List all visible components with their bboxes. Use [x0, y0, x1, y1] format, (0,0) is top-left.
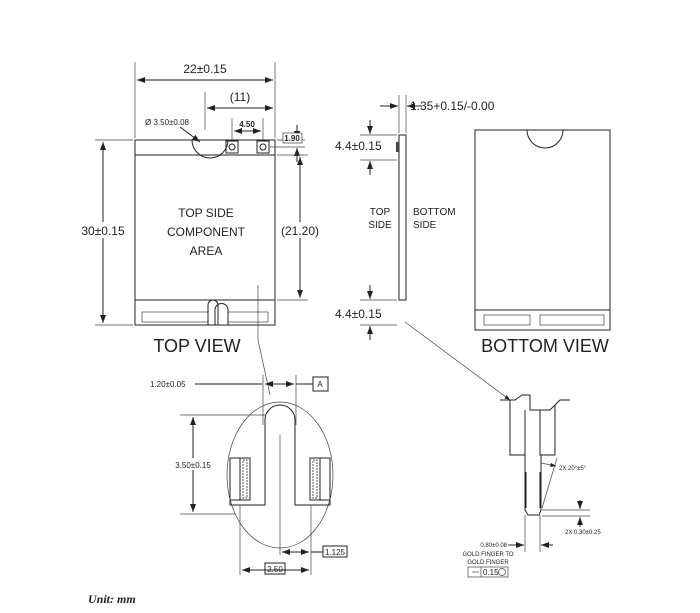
area-label: TOP SIDE: [178, 206, 234, 220]
slot-width-dimension: 1.20±0.05: [150, 380, 186, 389]
card-outline: [474, 129, 611, 331]
slot-depth-dimension: 3.50±0.15: [175, 461, 211, 470]
notch: [191, 139, 229, 159]
notch-diameter-dimension: Ø 3.50±0.08: [145, 118, 190, 127]
thickness-dimension: 1.35+0.15/-0.00: [410, 99, 495, 113]
area-label: AREA: [190, 244, 223, 258]
top-view: 22±0.15 (11) Ø 3.50±0.08 4.50 1.90 30±0.…: [78, 62, 324, 356]
area-label: COMPONENT: [167, 225, 246, 239]
tolerance-frame: [467, 566, 509, 578]
finger-label: GOLD FINGER TO: [462, 552, 513, 558]
detail-leader: [404, 321, 511, 401]
side-view: 1.35+0.15/-0.00 4.4±0.15 4.4±0.15 TOP SI…: [335, 95, 511, 401]
pin-offset-dimension: 1.90: [284, 134, 300, 143]
finger-label: GOLD FINGER: [467, 560, 509, 566]
top-view-title: TOP VIEW: [153, 336, 240, 356]
key-detail: 1.20±0.05 A 3.50±0.15 1.125 2.50: [150, 285, 348, 575]
width-dimension: 22±0.15: [183, 62, 227, 76]
tolerance-value: 0.15: [483, 568, 499, 577]
top-side-label: TOP: [370, 207, 391, 218]
bottom-side-label: BOTTOM: [413, 207, 456, 218]
offset-dimension: 1.125: [325, 548, 346, 557]
top-clearance-dimension: 4.4±0.15: [335, 139, 382, 153]
bottom-view-title: BOTTOM VIEW: [481, 336, 609, 356]
top-side-label: SIDE: [368, 220, 392, 231]
pin-spacing-dimension: 4.50: [239, 120, 255, 129]
edge-connector: [141, 299, 269, 325]
finger-dimension: 0.80±0.08: [480, 543, 507, 549]
pitch-dimension: 2.50: [267, 565, 283, 574]
notch: [526, 129, 564, 149]
bottom-view: BOTTOM VIEW: [474, 129, 611, 356]
datum-label: A: [317, 380, 323, 389]
height-dimension: 30±0.15: [81, 224, 125, 238]
mount-pin: [256, 140, 270, 154]
mount-pin: [225, 140, 239, 154]
chamfer-depth-dimension: 2X 0.30±0.25: [565, 530, 601, 536]
bottom-side-label: SIDE: [413, 220, 437, 231]
chamfer-dimension: 2X 20°±5°: [559, 466, 587, 472]
edge-detail: 2X 20°±5° 2X 0.30±0.25 0.80±0.08 GOLD FI…: [462, 394, 601, 578]
offset-dimension: (11): [230, 90, 250, 104]
component-area-dimension: (21.20): [281, 224, 319, 238]
card-edge: [398, 134, 407, 301]
unit-note: Unit: mm: [88, 592, 136, 606]
bottom-clearance-dimension: 4.4±0.15: [335, 307, 382, 321]
